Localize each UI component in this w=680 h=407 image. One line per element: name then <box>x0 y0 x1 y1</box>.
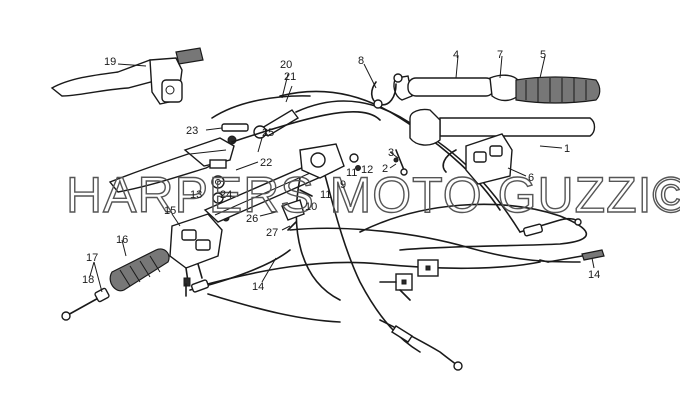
callout-25: 24 <box>220 189 232 201</box>
cable-end-right <box>519 217 582 237</box>
bar-end-bolt-18-19 <box>61 287 110 321</box>
screw-2-3 <box>393 149 408 176</box>
watermark-text: HARPERS MOTO GUZZI© <box>66 167 680 223</box>
callout-10: 10 <box>305 201 317 213</box>
cable-end-15 <box>539 249 605 263</box>
callout-1: 1 <box>564 143 570 155</box>
callout-6: 6 <box>528 172 534 184</box>
callout-15: 14 <box>588 269 600 281</box>
cables-lower <box>199 110 588 353</box>
callout-11a: 11 <box>346 167 357 179</box>
callout-2: 2 <box>382 163 388 175</box>
callout-26: 25 <box>262 127 274 139</box>
throttle-grip-assembly <box>393 74 601 104</box>
left-switch-housing-16 <box>169 213 223 287</box>
callout-4: 4 <box>453 49 459 61</box>
brake-lever-assembly <box>108 137 235 193</box>
callout-labels: 19 20 21 8 4 7 5 1 6 14 3 2 23 25 22 13 … <box>82 49 600 293</box>
tube-1 <box>439 117 596 137</box>
callout-14: 14 <box>252 281 264 293</box>
leader-lines <box>89 55 595 293</box>
callout-24: 23 <box>186 125 198 137</box>
callout-9: 9 <box>340 179 346 191</box>
callout-20: 19 <box>104 56 116 68</box>
callout-5: 5 <box>540 49 546 61</box>
callout-19: 18 <box>82 274 94 286</box>
callout-3: 3 <box>388 147 394 159</box>
clutch-lever-20 <box>50 47 204 105</box>
callout-12: 12 <box>361 164 373 176</box>
callout-13: 13 <box>190 189 202 201</box>
right-switch-housing-6 <box>409 108 513 185</box>
callout-27: 26 <box>246 213 258 225</box>
callout-28: 27 <box>266 227 278 239</box>
lower-cable-end <box>379 319 463 371</box>
callout-7: 7 <box>497 49 503 61</box>
callout-8: 8 <box>358 55 364 67</box>
cable-14 <box>185 249 291 297</box>
callout-21: 20 <box>280 59 292 71</box>
callout-11b: 11 <box>320 189 331 201</box>
callout-16: 15 <box>164 205 176 217</box>
cable-8 <box>370 73 403 109</box>
left-grip-17 <box>109 248 170 292</box>
connectors <box>379 259 439 301</box>
callout-23: 22 <box>260 157 272 169</box>
callout-22: 21 <box>284 71 296 83</box>
callout-18: 17 <box>86 252 98 264</box>
clamp-parts <box>281 143 361 231</box>
callout-17: 16 <box>116 234 128 246</box>
